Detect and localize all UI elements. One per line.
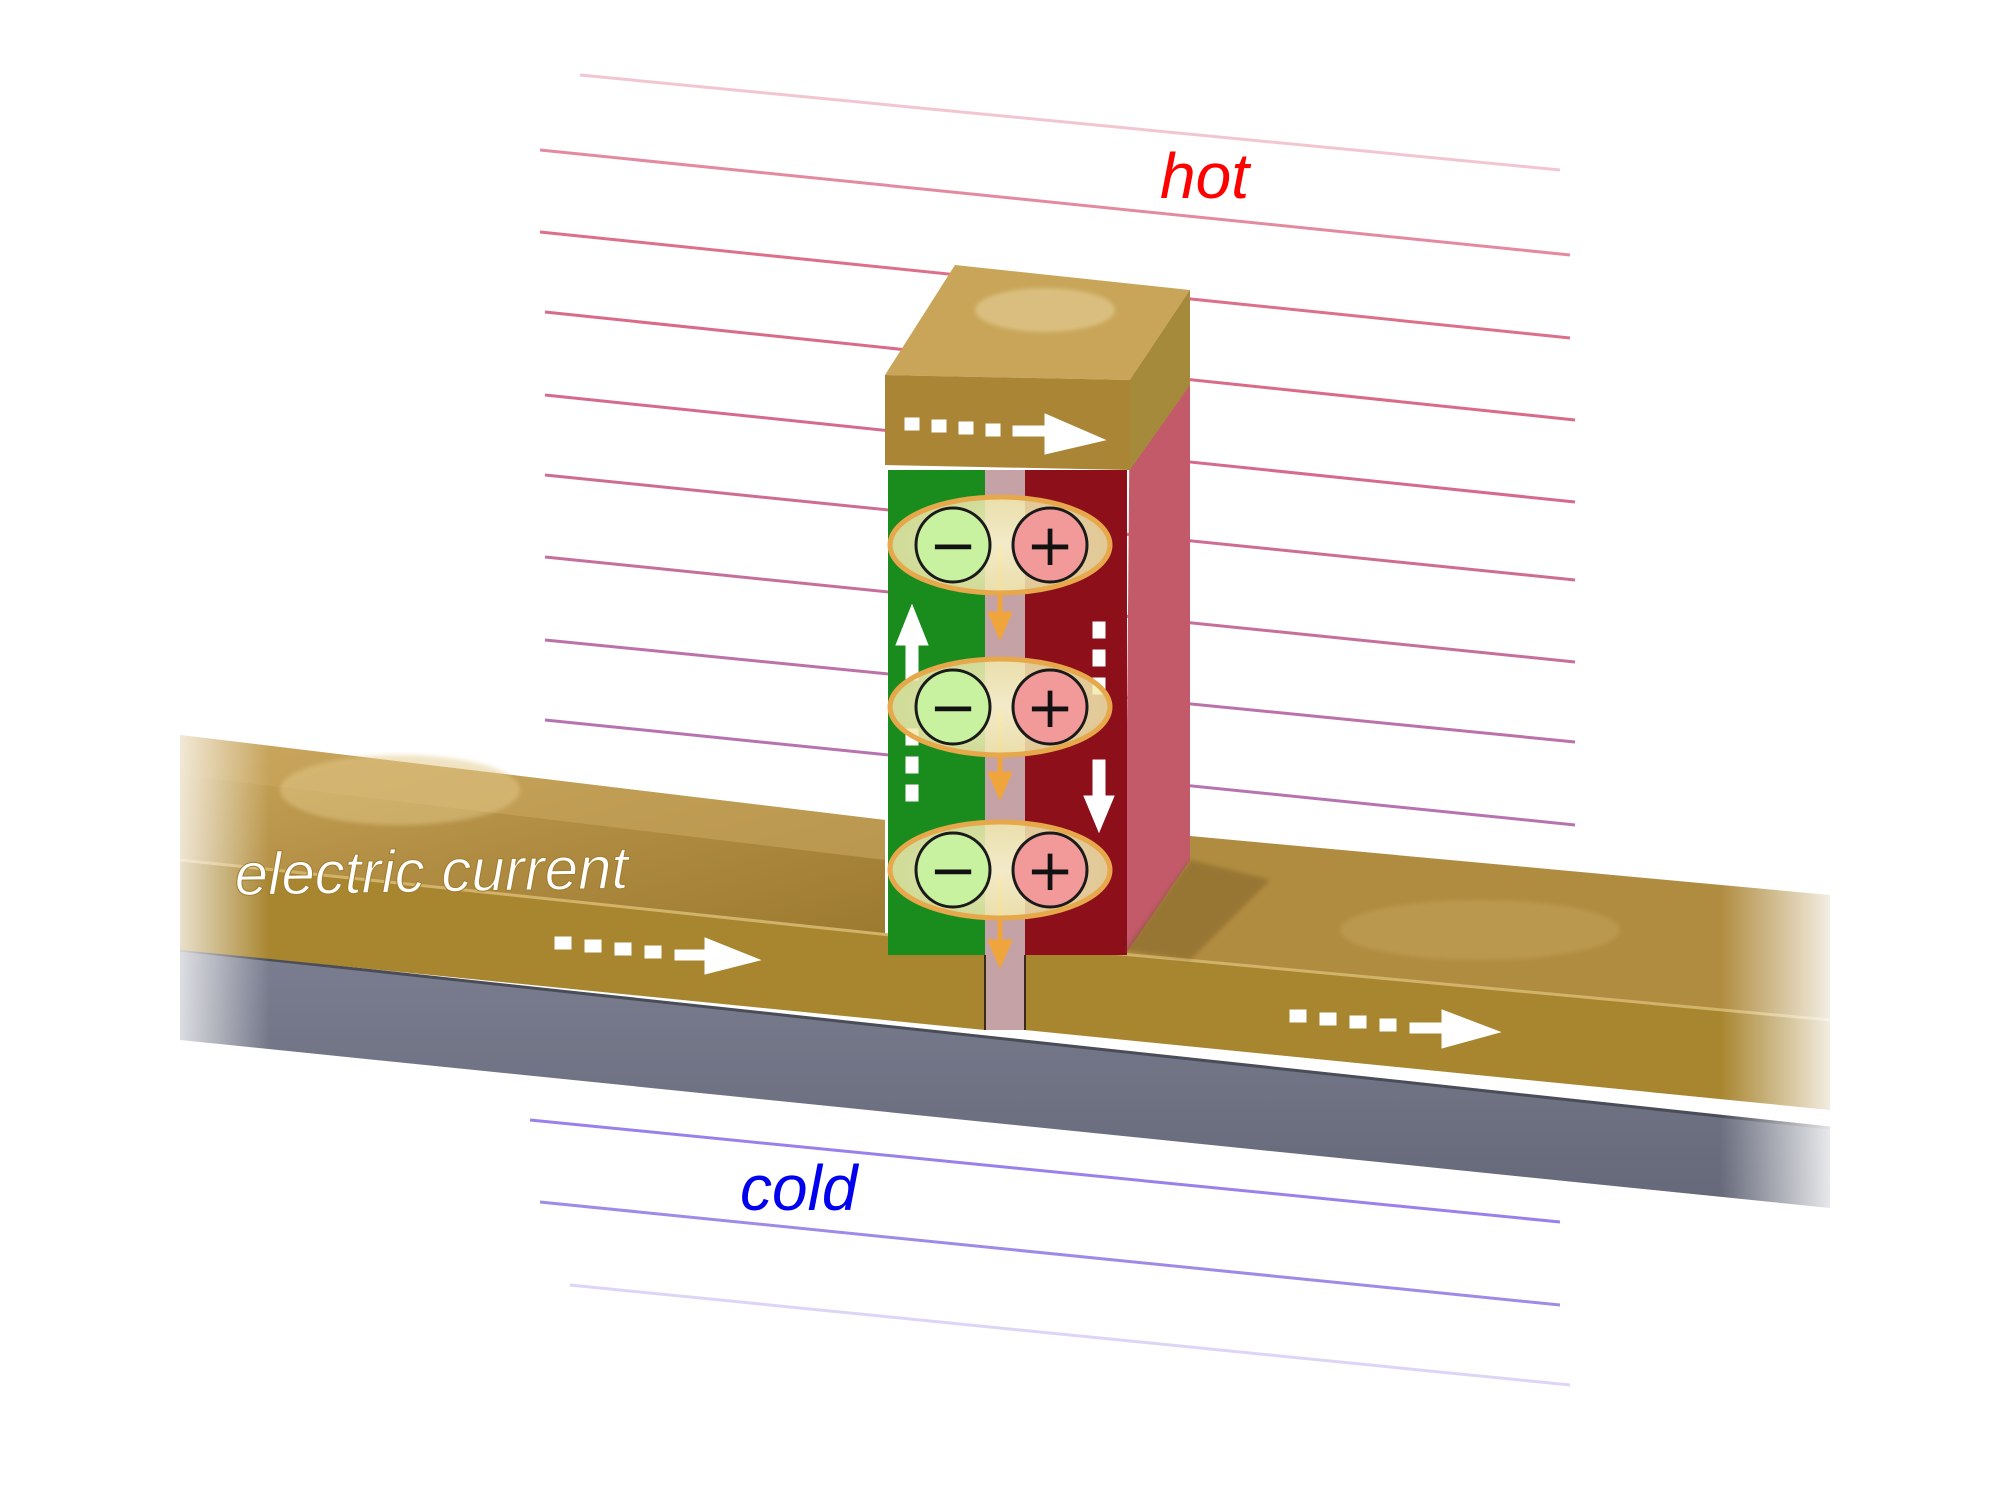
cold-line (539, 1200, 1561, 1307)
hole-carrier-icon (1011, 506, 1089, 584)
fade-right (1720, 860, 1850, 1240)
electric-current-label: electric current (234, 834, 631, 908)
current-arrow-right (1289, 1009, 1502, 1049)
electron-carrier-icon (914, 668, 992, 746)
cold-heat-lines (529, 1118, 1571, 1387)
left-copper-front (180, 860, 985, 1030)
hole-symbol: + (1026, 511, 1075, 579)
electron-symbol: − (929, 511, 978, 579)
current-arrows (554, 413, 1502, 1049)
cold-label: cold (740, 1152, 860, 1224)
hole-symbol: + (1026, 836, 1075, 904)
hole-carrier-icon (1011, 668, 1089, 746)
cold-line (529, 1118, 1561, 1224)
electron-carrier-icon (914, 831, 992, 909)
electron-hole-pair: −+ (887, 494, 1113, 596)
electron-hole-pair: −+ (887, 656, 1113, 758)
hot-line (579, 73, 1561, 172)
electron-symbol: − (929, 673, 978, 741)
current-arrow-top (904, 413, 1107, 455)
electron-hole-pair: −+ (887, 819, 1113, 921)
electron-carrier-icon (914, 506, 992, 584)
cold-line (569, 1283, 1571, 1387)
carrier-pairs: −+−+−+ (887, 494, 1113, 921)
electron-symbol: − (929, 836, 978, 904)
base-slab (180, 950, 1830, 1208)
fade-left (150, 700, 270, 1080)
pillar-side (1125, 290, 1190, 955)
hole-symbol: + (1026, 673, 1075, 741)
top-cap-front (885, 375, 1130, 470)
hot-label: hot (1160, 140, 1251, 212)
hot-line (539, 148, 1571, 257)
current-arrow-left (554, 936, 762, 975)
hole-carrier-icon (1011, 831, 1089, 909)
